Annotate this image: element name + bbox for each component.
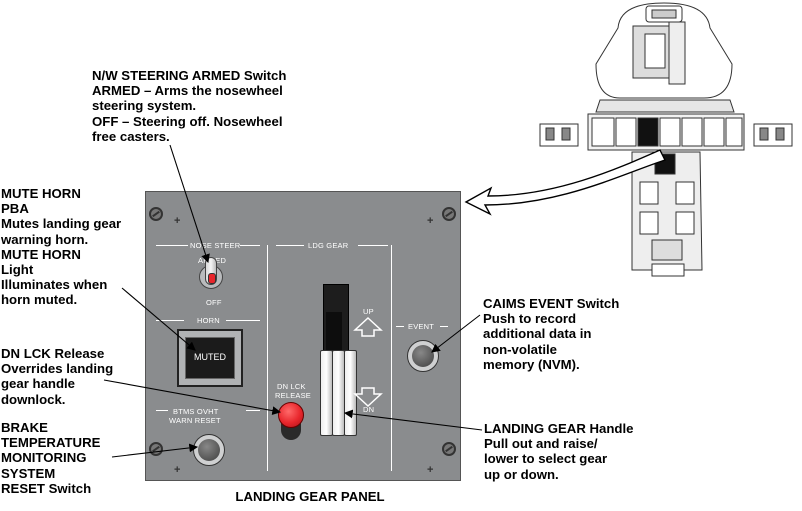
divider [156, 245, 188, 246]
annotation-line: OFF – Steering off. Nosewheel [92, 113, 283, 129]
landing-gear-handle[interactable] [308, 284, 358, 436]
annotation-line: steering system. [92, 98, 197, 114]
mute-horn-annotation: MUTE HORN PBA Mutes landing gear warning… [1, 186, 121, 308]
annotation-line: Overrides landing [1, 361, 114, 377]
screw-icon [149, 207, 163, 221]
annotation-line: Mutes landing gear [1, 216, 122, 232]
btms-label: WARN RESET [169, 416, 221, 425]
divider [396, 326, 404, 327]
mute-horn-button[interactable]: MUTED [177, 329, 243, 387]
panel-caption: LANDING GEAR PANEL [235, 489, 385, 504]
annotation-line: RESET Switch [1, 480, 92, 496]
off-label: OFF [206, 298, 222, 307]
divider [240, 245, 260, 246]
caims-event-button[interactable] [407, 340, 439, 372]
dn-lck-release-button[interactable] [276, 400, 306, 442]
up-arrow-icon [353, 316, 383, 337]
annotation-line: DN LCK Release [1, 346, 105, 361]
dn-lck-label: DN LCK [277, 382, 306, 391]
screw-icon [442, 442, 456, 456]
btms-reset-button[interactable] [193, 434, 225, 466]
nose-steer-label: NOSE STEER [190, 241, 241, 250]
divider [226, 320, 260, 321]
landing-gear-annotation: LANDING GEAR Handle Pull out and raise/ … [484, 421, 633, 482]
annotation-line: Push to record [483, 311, 577, 327]
annotation-line: BRAKE [1, 420, 48, 435]
nw-steering-annotation: N/W STEERING ARMED Switch ARMED – Arms t… [92, 68, 286, 144]
plus-icon: + [427, 215, 434, 227]
muted-light-label: MUTED [194, 352, 226, 362]
annotation-line: N/W STEERING ARMED Switch [92, 68, 287, 83]
annotation-line: Light [1, 262, 34, 278]
divider [276, 245, 304, 246]
dn-label: DN [363, 405, 375, 414]
dn-lck-annotation: DN LCK Release Overrides landing gear ha… [1, 346, 113, 407]
divider [440, 326, 448, 327]
annotation-line: additional data in [483, 326, 592, 342]
annotation-line: free casters. [92, 128, 170, 144]
annotation-line: LANDING GEAR Handle [484, 421, 634, 436]
annotation-line: non-volatile [483, 341, 557, 357]
annotation-line: MUTE HORN [1, 246, 81, 262]
event-label: EVENT [408, 322, 435, 331]
location-arrow-icon [464, 149, 666, 216]
up-label: UP [363, 307, 374, 316]
plus-icon: + [427, 464, 434, 476]
horn-label: HORN [197, 316, 220, 325]
annotation-line: memory (NVM). [483, 356, 580, 372]
annotation-line: TEMPERATURE [1, 435, 101, 451]
ldg-gear-label: LDG GEAR [308, 241, 349, 250]
down-arrow-icon [353, 387, 383, 408]
annotation-line: gear handle [1, 376, 76, 392]
plus-icon: + [174, 215, 181, 227]
dn-lck-label: RELEASE [275, 391, 311, 400]
divider [358, 245, 388, 246]
annotation-line: CAIMS EVENT Switch [483, 296, 620, 311]
annotation-line: SYSTEM [1, 465, 56, 481]
divider [391, 245, 392, 471]
annotation-line: up or down. [484, 466, 559, 482]
brake-temp-annotation: BRAKE TEMPERATURE MONITORING SYSTEM RESE… [1, 420, 100, 496]
btms-label: BTMS OVHT [173, 407, 219, 416]
divider [246, 410, 260, 411]
annotation-line: MUTE HORN [1, 186, 81, 201]
caims-annotation: CAIMS EVENT Switch Push to record additi… [483, 296, 619, 372]
annotation-line: horn muted. [1, 292, 78, 308]
landing-gear-panel: + + + + NOSE STEER ARMED OFF HORN LDG GE… [145, 191, 461, 481]
plus-icon: + [174, 464, 181, 476]
leader-lines [103, 144, 483, 458]
toggle-tip-icon [208, 273, 216, 284]
divider [156, 320, 184, 321]
annotation-line: Pull out and raise/ [484, 436, 598, 452]
annotation-line: PBA [1, 201, 29, 217]
divider [267, 245, 268, 471]
cockpit-overhead-diagram-icon [539, 2, 793, 277]
annotation-line: downlock. [1, 391, 66, 407]
annotation-line: lower to select gear [484, 451, 608, 467]
divider [156, 410, 168, 411]
annotation-line: ARMED – Arms the nosewheel [92, 83, 283, 99]
annotation-line: warning horn. [1, 231, 89, 247]
annotation-line: Illuminates when [1, 277, 108, 293]
screw-icon [442, 207, 456, 221]
annotation-line: MONITORING [1, 450, 87, 466]
nw-steering-toggle-switch[interactable] [196, 257, 226, 297]
